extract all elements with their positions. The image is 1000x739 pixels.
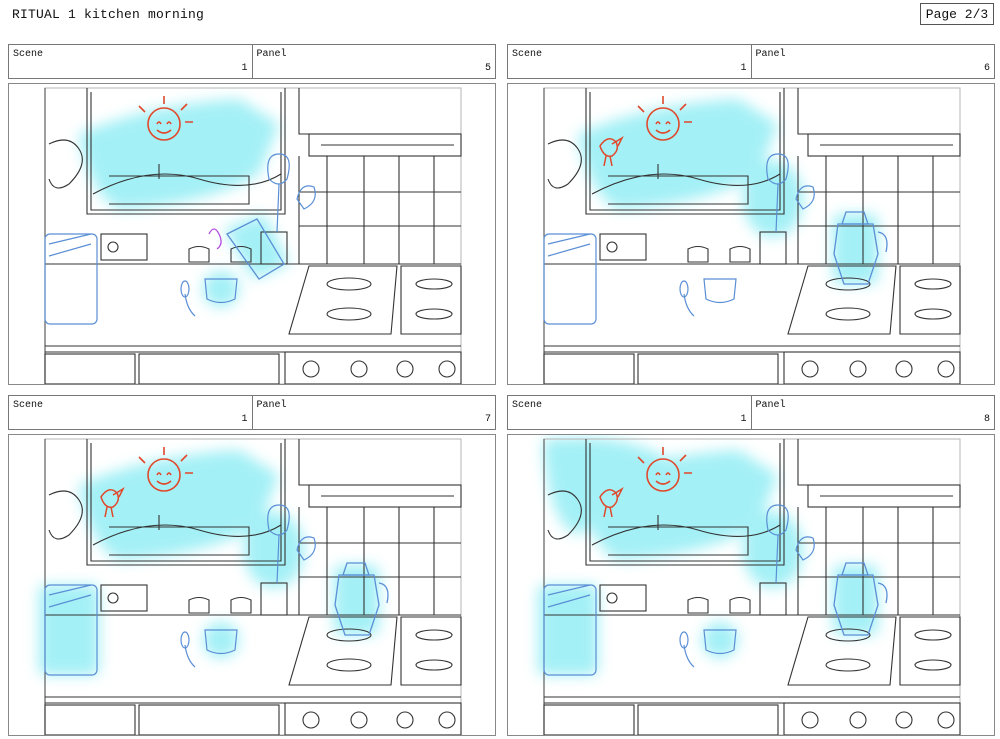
scene-label: Scene xyxy=(512,49,543,60)
scene-cell: Scene 1 xyxy=(508,396,751,429)
storyboard-panel[interactable]: Scene 1 Panel 7 xyxy=(8,395,496,736)
panel-cell: Panel 7 xyxy=(251,396,496,429)
panel-label: Panel xyxy=(256,400,287,411)
scene-cell: Scene 1 xyxy=(508,45,751,78)
scene-cell: Scene 1 xyxy=(9,396,252,429)
panel-number: 6 xyxy=(983,63,990,74)
panel-number: 7 xyxy=(484,414,491,425)
panel-cell: Panel 6 xyxy=(750,45,995,78)
storyboard-sketch xyxy=(543,87,961,384)
storyboard-panel[interactable]: Scene 1 Panel 8 xyxy=(507,395,995,736)
panel-drawing xyxy=(8,434,496,736)
panel-label: Panel xyxy=(256,49,287,60)
panel-drawing xyxy=(507,434,995,736)
scene-number: 1 xyxy=(241,63,248,74)
panel-number: 8 xyxy=(983,414,990,425)
panel-header: Scene 1 Panel 5 xyxy=(8,44,496,79)
scene-label: Scene xyxy=(13,400,44,411)
panel-drawing xyxy=(507,83,995,385)
panel-label: Panel xyxy=(755,49,786,60)
panel-drawing xyxy=(8,83,496,385)
panel-cell: Panel 8 xyxy=(750,396,995,429)
panel-number: 5 xyxy=(484,63,491,74)
page-number: Page 2/3 xyxy=(920,3,994,25)
panel-header: Scene 1 Panel 8 xyxy=(507,395,995,430)
panel-cell: Panel 5 xyxy=(251,45,496,78)
panel-label: Panel xyxy=(755,400,786,411)
panel-header: Scene 1 Panel 7 xyxy=(8,395,496,430)
storyboard-sketch xyxy=(538,437,961,735)
storyboard-sketch xyxy=(39,438,462,735)
panel-header: Scene 1 Panel 6 xyxy=(507,44,995,79)
scene-label: Scene xyxy=(13,49,44,60)
document-title: RITUAL 1 kitchen morning xyxy=(12,7,205,22)
scene-label: Scene xyxy=(512,400,543,411)
storyboard-panel[interactable]: Scene 1 Panel 6 xyxy=(507,44,995,385)
storyboard-panel[interactable]: Scene 1 Panel 5 xyxy=(8,44,496,385)
storyboard-sketch xyxy=(44,87,462,384)
scene-number: 1 xyxy=(740,63,747,74)
scene-number: 1 xyxy=(740,414,747,425)
scene-number: 1 xyxy=(241,414,248,425)
scene-cell: Scene 1 xyxy=(9,45,252,78)
